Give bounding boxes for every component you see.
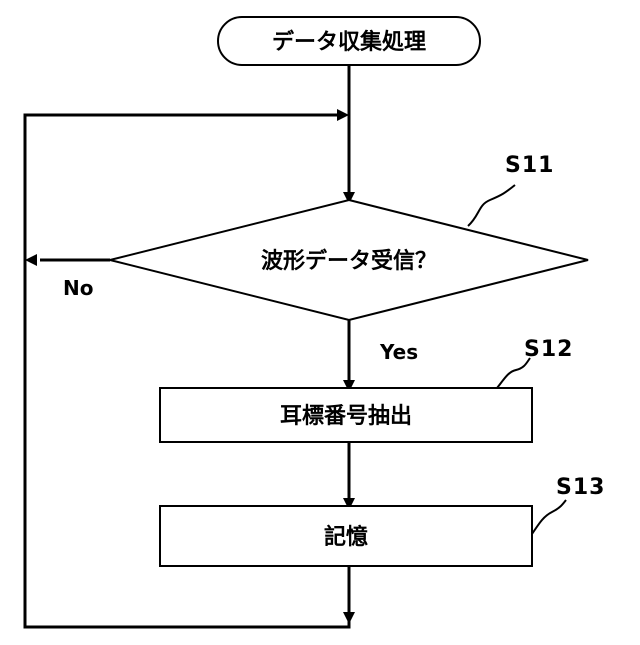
start-terminator-label: データ収集処理 [272, 29, 426, 55]
step-id-s11: S11 [505, 153, 554, 178]
no-branch-arrowhead [25, 254, 37, 266]
process-store: 記憶 [160, 506, 532, 566]
step-id-s12: S12 [524, 337, 573, 362]
s12-leader-line [497, 358, 530, 388]
process-store-label: 記憶 [324, 524, 368, 550]
decision-node: 波形データ受信？ [110, 200, 588, 320]
s11-leader-line [468, 185, 515, 226]
start-terminator: データ収集処理 [218, 17, 480, 65]
process-ear-tag-extract-label: 耳標番号抽出 [280, 404, 412, 429]
yes-branch-label: Yes [379, 340, 418, 364]
process-ear-tag-extract: 耳標番号抽出 [160, 388, 532, 442]
s13-leader-line [532, 500, 566, 534]
no-branch-label: No [63, 276, 93, 300]
loop-back-arrowhead [337, 109, 349, 121]
step-id-s13: S13 [556, 475, 605, 500]
decision-label: 波形データ受信？ [261, 248, 437, 274]
flow-process2-arrowhead [343, 612, 355, 624]
